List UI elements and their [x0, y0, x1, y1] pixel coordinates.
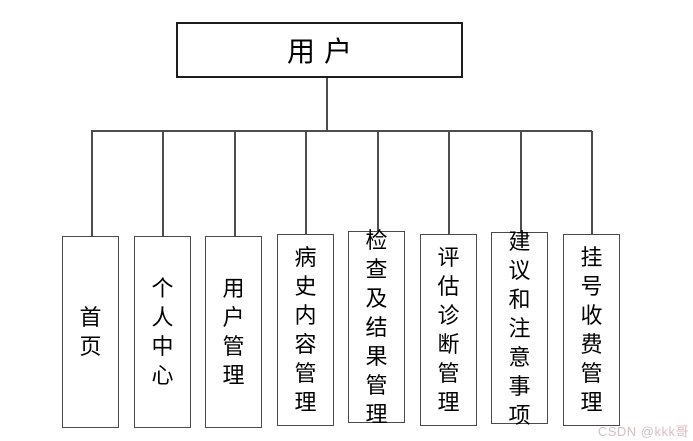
root-node-label: 用户	[286, 36, 361, 67]
node-medical-history-management-label: 病史内容管理	[294, 245, 317, 415]
node-user-management-label: 用户管理	[222, 276, 245, 388]
connector-drop-3	[234, 131, 236, 236]
node-suggestions-precautions-label: 建议和注意事项	[508, 228, 531, 428]
connector-stem	[326, 78, 328, 130]
connector-drop-5	[377, 131, 379, 236]
connector-bus	[91, 130, 592, 132]
connector-drop-4	[305, 131, 307, 236]
connector-drop-1	[91, 131, 93, 236]
node-registration-fee-management: 挂号收费管理	[563, 234, 620, 426]
node-exam-results-management-label: 检查及结果管理	[365, 227, 388, 427]
node-home: 首页	[62, 236, 119, 428]
node-suggestions-precautions: 建议和注意事项	[491, 229, 548, 428]
node-registration-fee-management-label: 挂号收费管理	[580, 245, 603, 415]
node-medical-history-management: 病史内容管理	[277, 234, 334, 426]
node-evaluation-diagnosis-management: 评估诊断管理	[420, 234, 477, 426]
connector-drop-6	[448, 131, 450, 236]
connector-drop-2	[162, 131, 164, 236]
csdn-watermark: CSDN @kkk哥	[597, 424, 689, 439]
node-personal-center-label: 个人中心	[151, 276, 174, 388]
root-node-user: 用户	[176, 22, 463, 78]
node-evaluation-diagnosis-management-label: 评估诊断管理	[437, 245, 460, 415]
node-home-label: 首页	[79, 305, 102, 359]
node-user-management: 用户管理	[205, 236, 262, 428]
connector-drop-7	[520, 131, 522, 236]
node-exam-results-management: 检查及结果管理	[348, 228, 405, 427]
connector-drop-8	[591, 131, 593, 236]
node-personal-center: 个人中心	[134, 236, 191, 428]
